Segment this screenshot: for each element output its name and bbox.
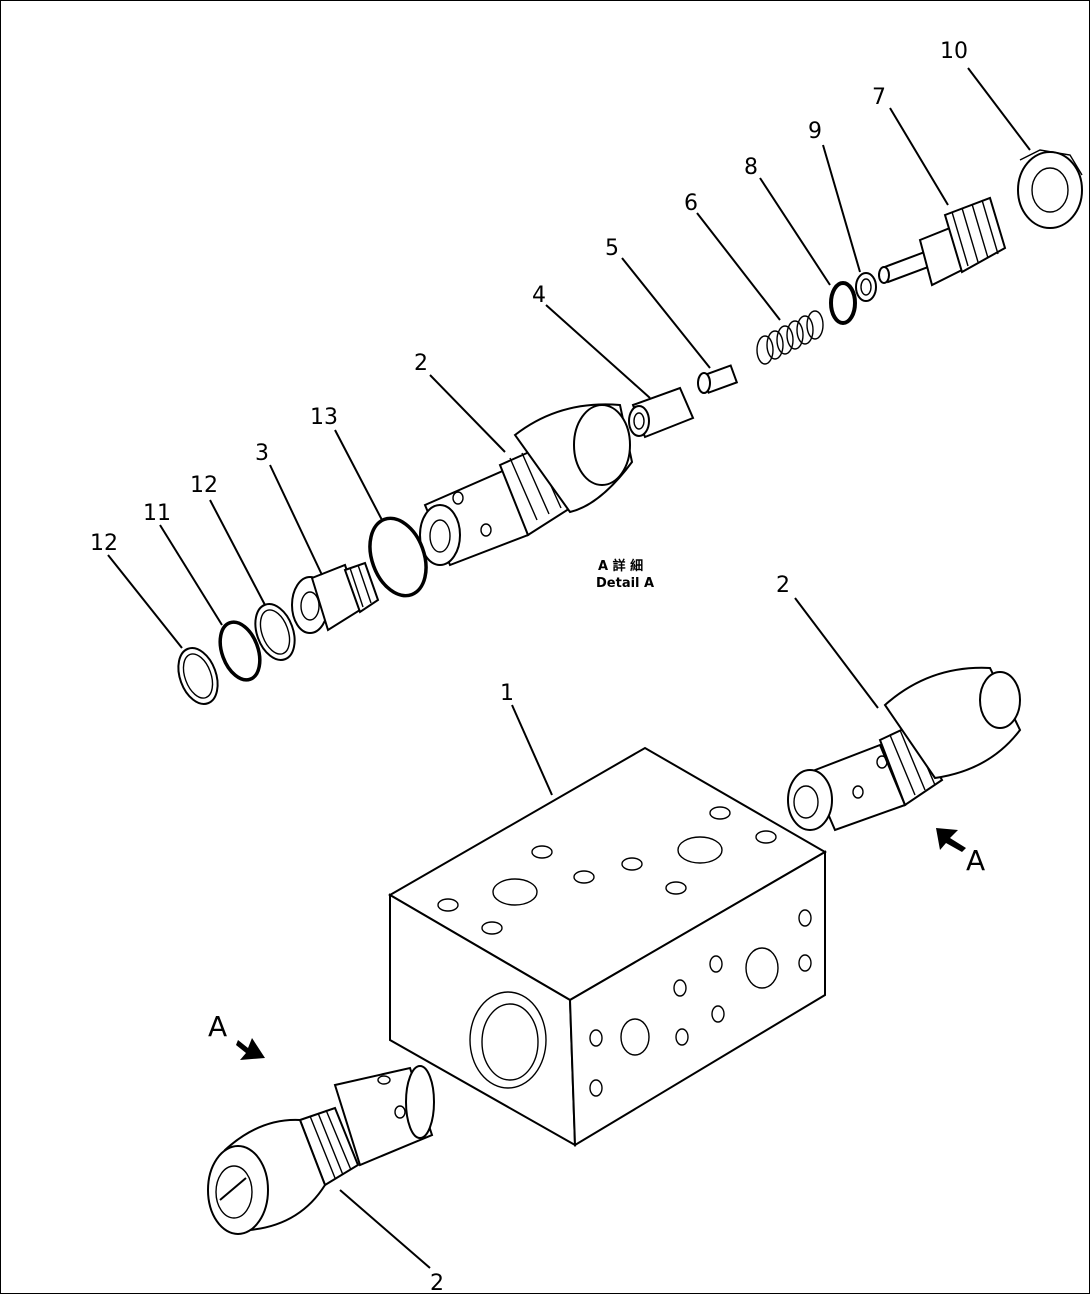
callout-3: 3	[255, 441, 269, 466]
spring	[756, 310, 824, 365]
detail-label-en: Detail A	[596, 576, 654, 591]
callout-2-detail: 2	[414, 351, 428, 376]
view-marker-right: A	[966, 844, 985, 877]
leader-lines	[107, 67, 1031, 1269]
callout-9: 9	[808, 119, 822, 144]
callout-12-outer: 12	[90, 531, 118, 556]
cartridge-right	[787, 666, 1022, 832]
view-marker-left: A	[208, 1010, 227, 1043]
callout-1: 1	[500, 681, 514, 706]
detail-label-jp: A 詳 細	[598, 558, 643, 574]
valve-block	[388, 746, 827, 1147]
view-arrows	[236, 828, 966, 1060]
detail-a-parts	[177, 149, 1083, 705]
callout-8: 8	[744, 155, 758, 180]
callout-numbers: 10 7 9 8 6 5 4 2 13 3 12 11 12 2 1 2	[90, 39, 968, 1294]
callout-10: 10	[940, 39, 968, 64]
callout-4: 4	[532, 283, 546, 308]
callout-13: 13	[310, 405, 338, 430]
callout-2-lower: 2	[430, 1271, 444, 1294]
callout-11: 11	[143, 501, 171, 526]
callout-2-right: 2	[776, 573, 790, 598]
callout-7: 7	[872, 85, 886, 110]
cartridge-lower-left	[207, 1065, 435, 1235]
callout-5: 5	[605, 236, 619, 261]
callout-6: 6	[684, 191, 698, 216]
callout-12-inner: 12	[190, 473, 218, 498]
